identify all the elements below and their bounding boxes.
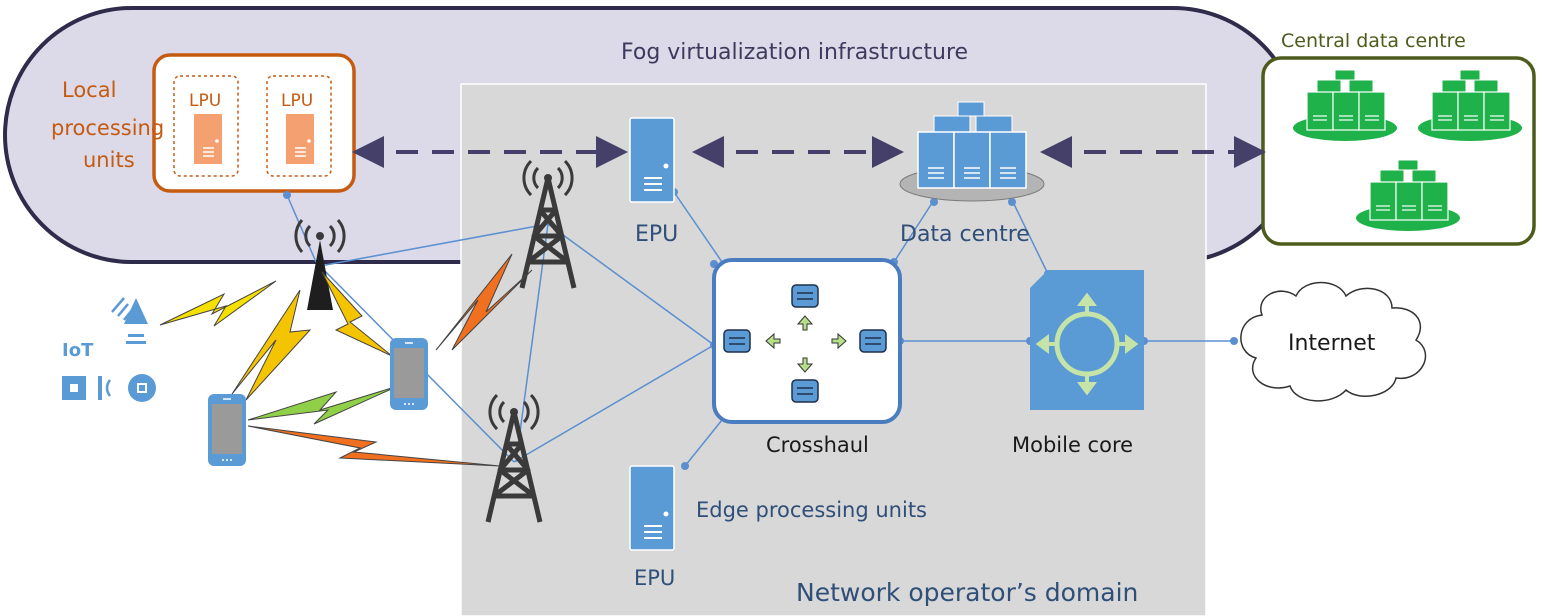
iot-label: IoT xyxy=(62,340,94,361)
lpu-label: LPU xyxy=(281,91,313,111)
iot-icon xyxy=(62,297,156,402)
lpu-label: LPU xyxy=(189,91,221,111)
local-units-label-3: units xyxy=(83,148,135,172)
lpu-server-icon xyxy=(285,113,315,165)
lpu-frame xyxy=(173,75,239,177)
local-units-label-1: Local xyxy=(62,78,116,102)
cloud-icon xyxy=(1240,281,1427,402)
internet-label: Internet xyxy=(1288,331,1376,356)
edge-processing-units-label: Edge processing units xyxy=(696,498,927,522)
smartphone-icon xyxy=(207,393,247,467)
data-centre-icon xyxy=(899,101,1045,202)
epu-server-icon xyxy=(629,465,675,551)
crosshaul-switch-icon xyxy=(712,258,902,424)
mobile-core-icon xyxy=(1030,270,1144,410)
local-units-label-2: processing xyxy=(51,116,164,140)
lpu-frame xyxy=(266,75,332,177)
crosshaul-label: Crosshaul xyxy=(766,433,869,457)
epu-label: EPU xyxy=(635,222,678,247)
tower-icon xyxy=(294,219,346,310)
mobile-core-label: Mobile core xyxy=(1012,433,1133,457)
lpu-server-icon xyxy=(193,113,223,165)
central-data-centre-label: Central data centre xyxy=(1281,30,1466,52)
epu-label: EPU xyxy=(634,566,675,590)
data-centre-label: Data centre xyxy=(900,222,1030,247)
lightning-link-icon xyxy=(159,253,533,467)
smartphone-icon xyxy=(389,337,429,411)
epu-server-icon xyxy=(629,117,675,203)
fog-infrastructure-label: Fog virtualization infrastructure xyxy=(621,40,968,65)
network-operator-label: Network operator’s domain xyxy=(796,578,1138,607)
